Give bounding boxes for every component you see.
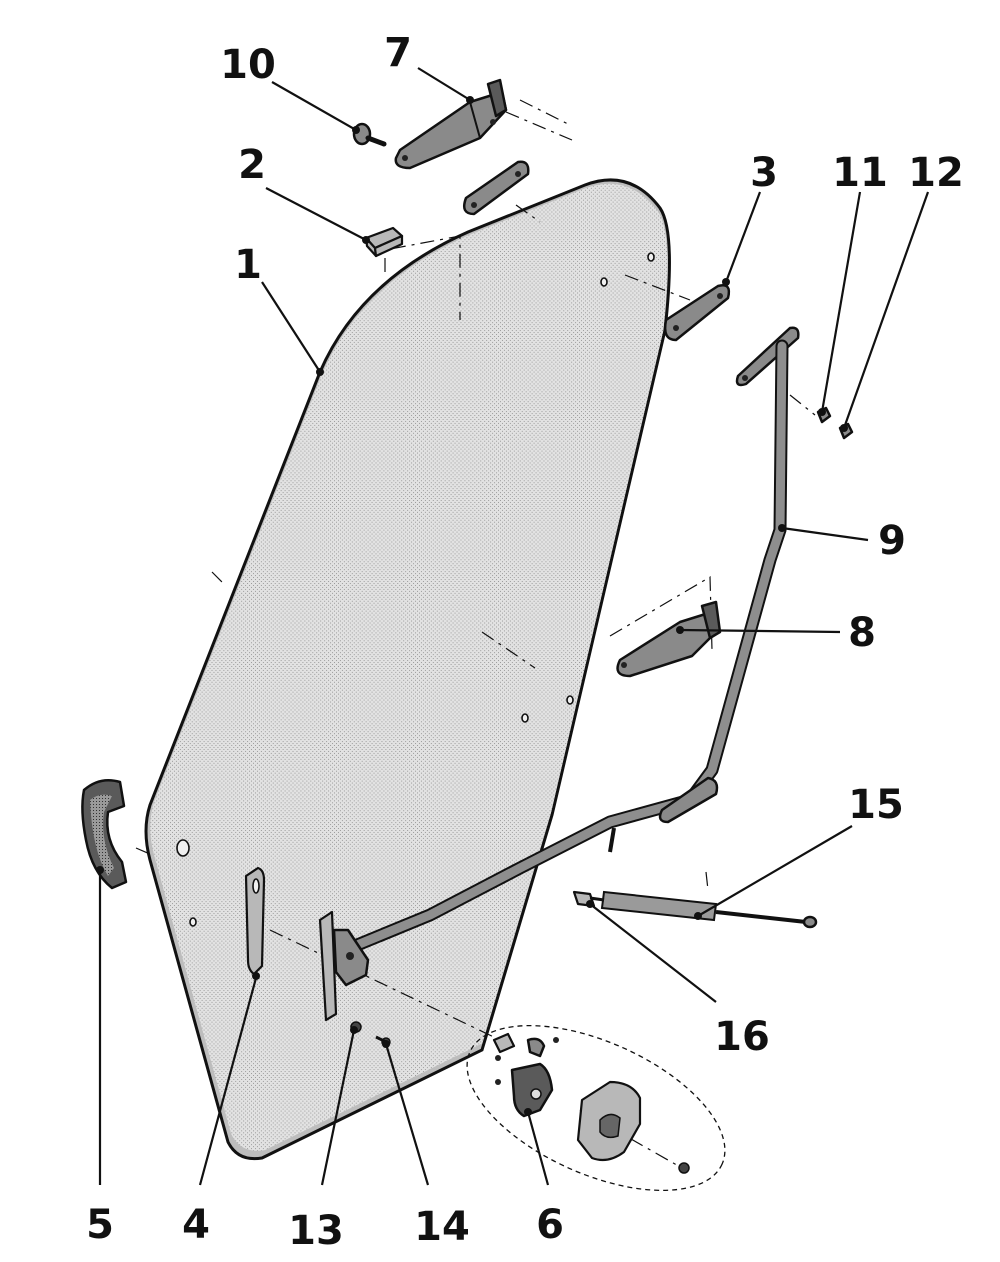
callout-15: 15 xyxy=(848,782,904,828)
part-8-lower-hinge xyxy=(616,600,722,678)
callout-4: 4 xyxy=(182,1202,210,1248)
callout-7: 7 xyxy=(384,30,412,76)
part-2-block xyxy=(364,226,404,258)
callout-12: 12 xyxy=(908,150,964,196)
callout-labels: 1 2 3 4 5 6 7 8 9 10 11 12 13 14 15 16 xyxy=(86,30,964,1254)
callout-11: 11 xyxy=(832,150,888,196)
rod-lower-bracket xyxy=(318,910,370,1022)
part-3-bracket xyxy=(663,284,731,342)
part-9-door-rod xyxy=(338,326,800,957)
assembly-centerlines xyxy=(135,99,816,1169)
callout-leaders xyxy=(96,67,930,1186)
part-6-latch-detail xyxy=(466,1024,726,1192)
part-5-handle xyxy=(81,779,128,890)
callout-14: 14 xyxy=(414,1204,470,1250)
part-7-upper-hinge xyxy=(394,78,508,170)
callout-6: 6 xyxy=(536,1202,564,1248)
callout-10: 10 xyxy=(220,42,276,88)
door-glass-panel xyxy=(144,178,671,1161)
upper-hinge-plate xyxy=(463,160,530,216)
callout-5: 5 xyxy=(86,1202,114,1248)
callout-16: 16 xyxy=(714,1014,770,1060)
part-4-bar xyxy=(244,866,266,976)
part-15-gas-strut xyxy=(600,890,818,929)
callout-13: 13 xyxy=(288,1208,344,1254)
callout-9: 9 xyxy=(878,518,906,564)
callout-2: 2 xyxy=(238,142,266,188)
callout-8: 8 xyxy=(848,610,876,656)
callout-1: 1 xyxy=(234,242,262,288)
callout-3: 3 xyxy=(750,150,778,196)
